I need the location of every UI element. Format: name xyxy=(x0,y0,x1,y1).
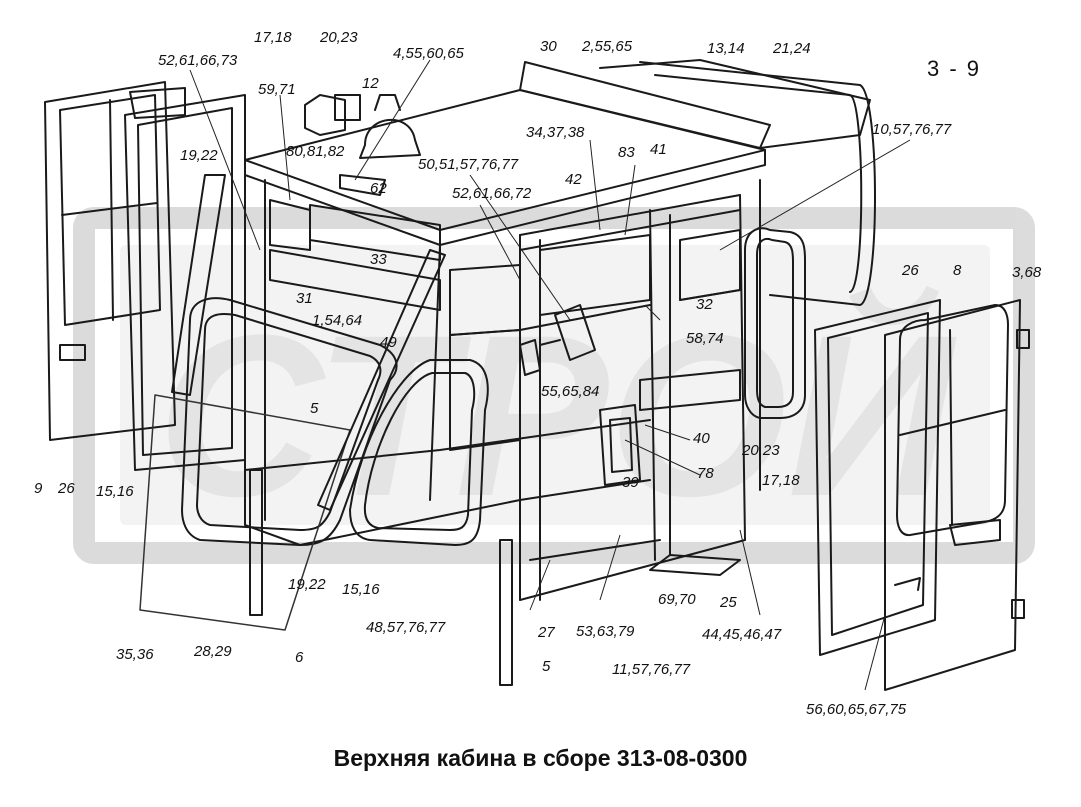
label-19-22-bottom: 19,22 xyxy=(288,576,326,593)
label-69-70: 69,70 xyxy=(658,591,696,608)
diagram-caption: Верхняя кабина в сборе 313-08-0300 xyxy=(333,745,748,771)
label-21-24: 21,24 xyxy=(773,40,811,57)
label-17-18-right: 17,18 xyxy=(762,472,800,489)
label-15-16-bottom: 15,16 xyxy=(342,581,380,598)
label-34-37-38: 34,37,38 xyxy=(526,124,585,141)
label-27: 27 xyxy=(538,624,555,641)
label-41: 41 xyxy=(650,141,667,158)
label-3-68: 3,68 xyxy=(1012,264,1042,281)
label-42: 42 xyxy=(565,171,582,188)
label-52-61-66-73: 52,61,66,73 xyxy=(158,52,238,69)
label-35-36: 35,36 xyxy=(116,646,154,663)
label-8: 8 xyxy=(953,262,962,279)
label-78: 78 xyxy=(697,465,714,482)
label-12: 12 xyxy=(362,75,379,92)
label-19-22-top: 19,22 xyxy=(180,147,218,164)
label-6: 6 xyxy=(295,649,304,666)
leader-lines xyxy=(189,59,911,691)
label-50-51-57-76-77: 50,51,57,76,77 xyxy=(418,156,519,173)
label-30: 30 xyxy=(540,38,557,55)
label-59-71: 59,71 xyxy=(258,81,296,98)
label-26-right: 26 xyxy=(902,262,919,279)
label-11-57-76-77: 11,57,76,77 xyxy=(612,661,691,678)
label-5-top: 5 xyxy=(310,400,319,417)
label-39: 39 xyxy=(622,474,639,491)
label-9: 9 xyxy=(34,480,43,497)
label-20-23-right: 20,23 xyxy=(742,442,780,459)
label-32: 32 xyxy=(696,296,713,313)
label-17-18: 17,18 xyxy=(254,29,292,46)
label-44-45-46-47: 44,45,46,47 xyxy=(702,626,782,643)
label-25: 25 xyxy=(720,594,737,611)
label-20-23: 20,23 xyxy=(320,29,358,46)
label-40: 40 xyxy=(693,430,710,447)
label-1-54-64: 1,54,64 xyxy=(312,312,363,329)
label-31: 31 xyxy=(296,290,313,307)
label-13-14: 13,14 xyxy=(707,40,745,57)
label-33: 33 xyxy=(370,251,387,268)
label-4-55-60-65: 4,55,60,65 xyxy=(393,45,464,62)
label-56-60-65-67-75: 56,60,65,67,75 xyxy=(806,701,907,718)
label-80-81-82: 80,81,82 xyxy=(286,143,345,160)
label-53-63-79: 53,63,79 xyxy=(576,623,635,640)
label-2-55-65: 2,55,65 xyxy=(582,38,633,55)
label-83: 83 xyxy=(618,144,635,161)
label-26-left: 26 xyxy=(58,480,75,497)
sheet-number: 3 - 9 xyxy=(927,56,982,81)
label-55-65-84: 55,65,84 xyxy=(541,383,600,400)
label-62: 62 xyxy=(370,180,387,197)
label-5-bottom: 5 xyxy=(542,658,551,675)
label-15-16-left: 15,16 xyxy=(96,483,134,500)
label-48-57-76-77: 48,57,76,77 xyxy=(366,619,446,636)
label-49: 49 xyxy=(380,334,397,351)
cabin-drawing xyxy=(44,59,1030,691)
label-28-29: 28,29 xyxy=(194,643,232,660)
label-58-74: 58,74 xyxy=(686,330,724,347)
label-52-61-66-72: 52,61,66,72 xyxy=(452,185,532,202)
label-10-57-76-77: 10,57,76,77 xyxy=(872,121,952,138)
